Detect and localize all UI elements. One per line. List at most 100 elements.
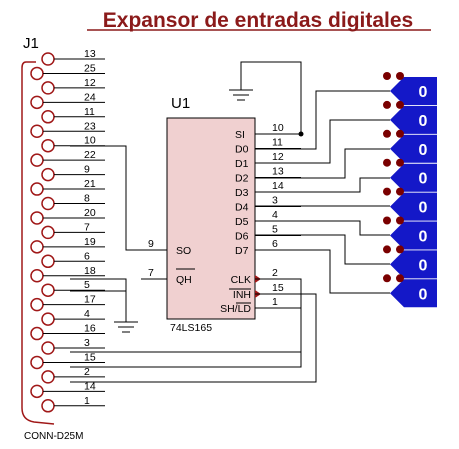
chip-pin-number: 12 (272, 151, 284, 163)
inh-wire (70, 293, 317, 383)
connector-pin-number: 9 (84, 164, 90, 176)
chip-pin-name: D1 (235, 158, 249, 170)
connector-part: CONN-D25M (24, 431, 83, 442)
connector-pin-number: 1 (84, 395, 90, 407)
connector-pin-number: 6 (84, 250, 90, 262)
logic-probe (390, 279, 437, 308)
chip-pin-name: D2 (235, 173, 249, 185)
connector-pin-number: 19 (84, 236, 96, 248)
connector-pin-number: 24 (84, 91, 96, 103)
connector-shell (21, 61, 55, 425)
connector-pin-number: 5 (84, 279, 90, 291)
chip-ctrl-pin-number: 2 (272, 267, 278, 279)
led-icon (396, 245, 404, 254)
chip-ctrl-pin-name: CLK (231, 274, 251, 286)
chip-pin-number: 4 (272, 209, 278, 221)
chip-left-pin-number: 7 (148, 267, 154, 279)
probe-value: 0 (419, 171, 428, 188)
led-icon (383, 245, 391, 254)
led-icon (383, 100, 391, 109)
d6-wire (255, 234, 390, 265)
connector-pin (30, 211, 44, 225)
connector-pin (41, 225, 55, 240)
chip-ctrl-pin-name: INH (233, 289, 251, 301)
connector-pin-number: 2 (84, 366, 90, 378)
led-icon (383, 274, 391, 283)
connector-pin-number: 23 (84, 120, 96, 132)
led-icon (383, 129, 391, 138)
chip-pin-name: D7 (235, 245, 249, 257)
connector-pin-number: 3 (84, 337, 90, 349)
connector-pin-number: 25 (84, 62, 96, 74)
chip-pin-name: D6 (235, 231, 249, 243)
connector-pin-number: 14 (84, 380, 96, 392)
led-icon (383, 187, 391, 196)
connector-pin (30, 124, 44, 138)
connector-pin-number: 21 (84, 178, 96, 190)
logic-probe (390, 77, 437, 105)
chip-pin-name: SI (235, 129, 245, 141)
connector-pin-number: 10 (84, 135, 96, 147)
connector-pin (41, 81, 55, 95)
led-icon (396, 72, 404, 80)
connector-pin (30, 95, 44, 110)
probe-value: 0 (419, 113, 428, 130)
connector-pin-number: 7 (84, 221, 90, 233)
d3-wire (255, 177, 390, 193)
d5-wire (255, 220, 390, 236)
connector-pin (41, 283, 55, 297)
shld-wire (70, 307, 302, 368)
connector-pin (41, 138, 55, 153)
chip-ctrl-pin-name: SH/LD (220, 303, 251, 315)
junction-dot (298, 131, 304, 137)
d0-wire (255, 90, 390, 150)
logic-probe (390, 250, 437, 279)
connector-pin (30, 182, 44, 196)
chip-pin-number: 6 (272, 238, 278, 250)
chip-pin-number: 14 (272, 180, 284, 192)
led-icon (383, 216, 391, 225)
connector-pin (30, 297, 44, 312)
chip-pin-name: D3 (235, 187, 249, 199)
probe-value: 0 (419, 200, 428, 217)
led-icon (396, 129, 404, 138)
logic-probe (390, 163, 437, 192)
chip-pin-number: 13 (272, 166, 284, 178)
logic-probe (390, 192, 437, 221)
chip-left-pin-name: SO (176, 245, 191, 257)
connector-pin (30, 384, 44, 399)
connector-pin (41, 167, 55, 182)
led-icon (396, 100, 404, 109)
connector-pin (30, 153, 44, 167)
connector-pin-number: 12 (84, 77, 96, 89)
led-icon (396, 158, 404, 167)
chip-pin-number: 11 (272, 137, 283, 149)
connector-pin-number: 22 (84, 149, 96, 161)
connector-pin (41, 341, 55, 355)
connector-pin (30, 326, 44, 341)
connector-pin (41, 312, 55, 326)
connector-pin-number: 13 (84, 48, 96, 60)
led-icon (396, 187, 404, 196)
connector-pin-number: 18 (84, 265, 96, 277)
connector-pin (41, 399, 55, 413)
chip-pin-name: D5 (235, 216, 249, 228)
logic-probe (390, 134, 437, 163)
logic-probe (390, 105, 437, 134)
connector-pin-number: 11 (84, 106, 95, 118)
chip-ctrl-pin-number: 1 (272, 296, 278, 308)
diagram-title: Expansor de entradas digitales (103, 9, 413, 32)
connector-pin-number: 8 (84, 193, 90, 205)
connector-pin (41, 196, 55, 211)
chip-left-pin-name: QH (176, 274, 192, 286)
d7-wire (255, 249, 390, 294)
connector-pin (41, 110, 55, 124)
logic-probe (390, 221, 437, 250)
probe-value: 0 (419, 229, 428, 246)
connector-pin-number: 20 (84, 207, 96, 219)
chip-part: 74LS165 (170, 322, 212, 334)
led-icon (396, 216, 404, 225)
